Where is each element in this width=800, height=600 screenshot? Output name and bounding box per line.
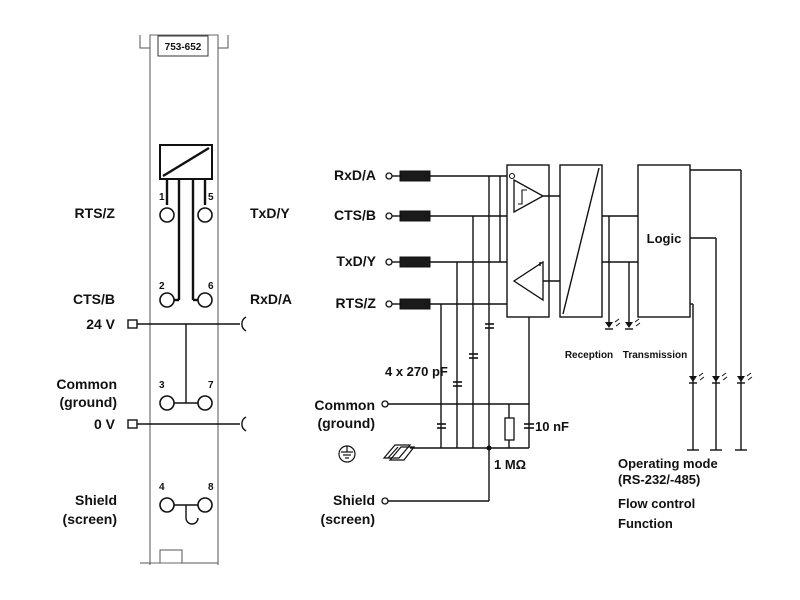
cap-10nf-label: 10 nF [535,419,569,434]
capacitors-label: 4 x 270 pF [385,364,448,379]
pin-7: 7 [208,380,214,391]
label-0v: 0 V [94,416,116,432]
label-screen: (screen) [63,511,117,527]
logic-label: Logic [647,231,682,246]
label-common: Common [56,376,117,392]
pin-1: 1 [159,192,165,203]
part-number: 753-652 [165,42,202,53]
schematic-shield: Shield [333,492,375,508]
input-cts-b: CTS/B [334,207,376,223]
operating-mode-detail: (RS-232/-485) [618,472,700,487]
isolation-block [559,164,638,318]
transceiver-block [506,164,560,318]
function-label: Function [618,516,673,531]
input-rxd-a: RxD/A [334,167,376,183]
pin-2: 2 [159,281,165,292]
reception-label: Reception [565,350,613,361]
label-cts-b: CTS/B [73,291,115,307]
label-shield: Shield [75,492,117,508]
ground-network [338,317,534,505]
pin-4: 4 [159,482,165,493]
label-txd-y: TxD/Y [250,205,290,221]
module-housing [139,34,229,565]
operating-mode-label: Operating mode [618,456,718,471]
label-ground: (ground) [59,394,117,410]
resistor-1m-label: 1 MΩ [494,457,526,472]
pin-8: 8 [208,482,214,493]
label-rts-z: RTS/Z [75,205,116,221]
logic-block [637,164,742,450]
label-rxd-a: RxD/A [250,291,292,307]
input-rts-z: RTS/Z [336,295,377,311]
transmission-label: Transmission [623,350,687,361]
capacitor-network [437,176,501,448]
schematic-screen: (screen) [321,511,375,527]
schematic-common: Common [314,397,375,413]
pin-6: 6 [208,281,214,292]
pin-3: 3 [159,380,165,391]
status-leds-right [687,372,753,451]
isolation-converter-symbol [159,144,213,180]
flow-control-label: Flow control [618,496,695,511]
input-lines [385,170,540,310]
pin-5: 5 [208,192,214,203]
input-txd-y: TxD/Y [336,253,376,269]
label-24v: 24 V [86,316,115,332]
terminal-clamps [127,207,247,513]
schematic-ground: (ground) [317,415,375,431]
status-leds-rx-tx [605,216,641,330]
